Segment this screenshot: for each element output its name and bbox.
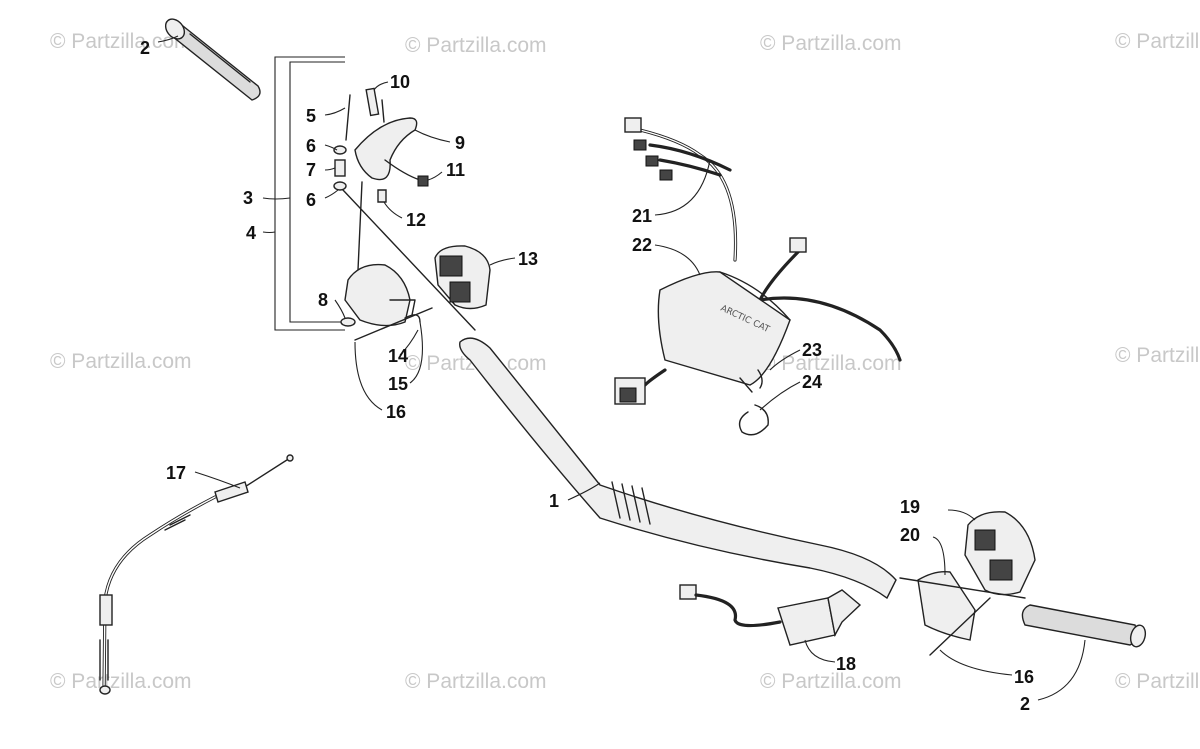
assembly-brackets <box>274 56 345 331</box>
callout-2: 2 <box>1020 694 1030 714</box>
callout-24: 24 <box>802 372 822 392</box>
callout-21: 21 <box>632 206 652 226</box>
callout-22: 22 <box>632 235 652 255</box>
watermark: © Partzilla.com <box>50 350 192 373</box>
callout-8: 8 <box>318 290 328 310</box>
right-switch-housing <box>899 511 1036 656</box>
callout-2: 2 <box>140 38 150 58</box>
left-housing <box>340 263 433 341</box>
callout-18: 18 <box>836 654 856 674</box>
callout-15: 15 <box>388 374 408 394</box>
callout-4: 4 <box>246 223 256 243</box>
watermark: © Partzilla.com <box>760 670 902 693</box>
callout-labels: 2 3 4 5 6 7 6 10 9 11 12 13 8 14 15 16 1… <box>140 38 1034 714</box>
callout-11: 11 <box>446 160 465 180</box>
left-grip <box>164 18 261 101</box>
callout-5: 5 <box>306 106 316 126</box>
leader-lines <box>157 35 1086 701</box>
callout-17: 17 <box>166 463 186 483</box>
right-grip <box>1021 604 1147 648</box>
cable-tie <box>738 369 769 436</box>
connector-pad <box>679 584 862 646</box>
callout-3: 3 <box>243 188 253 208</box>
callout-10: 10 <box>390 72 410 92</box>
watermark: © Partzilla.com <box>1115 30 1200 53</box>
callout-23: 23 <box>802 340 822 360</box>
wiring-harness <box>614 117 902 405</box>
callout-16: 16 <box>386 402 406 422</box>
control-module: ARCTIC CAT <box>657 271 791 393</box>
watermark: © Partzilla.com <box>405 670 547 693</box>
watermark: © Partzilla.com <box>50 670 192 693</box>
callout-19: 19 <box>900 497 920 517</box>
watermark: © Partzilla.com <box>405 34 547 57</box>
callout-12: 12 <box>406 210 426 230</box>
handlebar <box>459 337 897 600</box>
throttle-cable <box>99 454 294 695</box>
callout-6: 6 <box>306 190 316 210</box>
watermark: © Partzilla.com <box>1115 344 1200 367</box>
watermark: © Partzilla.com <box>1115 670 1200 693</box>
callout-7: 7 <box>306 160 316 180</box>
watermark: © Partzilla.com <box>760 352 902 375</box>
callout-14: 14 <box>388 346 408 366</box>
callout-13: 13 <box>518 249 538 269</box>
callout-16: 16 <box>1014 667 1034 687</box>
callout-20: 20 <box>900 525 920 545</box>
callout-9: 9 <box>455 133 465 153</box>
watermark: © Partzilla.com <box>760 32 902 55</box>
throttle-lever <box>333 87 476 331</box>
callout-6: 6 <box>306 136 316 156</box>
switch-housing <box>434 245 491 310</box>
callout-1: 1 <box>549 491 559 511</box>
watermarks: © Partzilla.com © Partzilla.com © Partzi… <box>50 30 1200 693</box>
watermark: © Partzilla.com <box>50 30 192 53</box>
